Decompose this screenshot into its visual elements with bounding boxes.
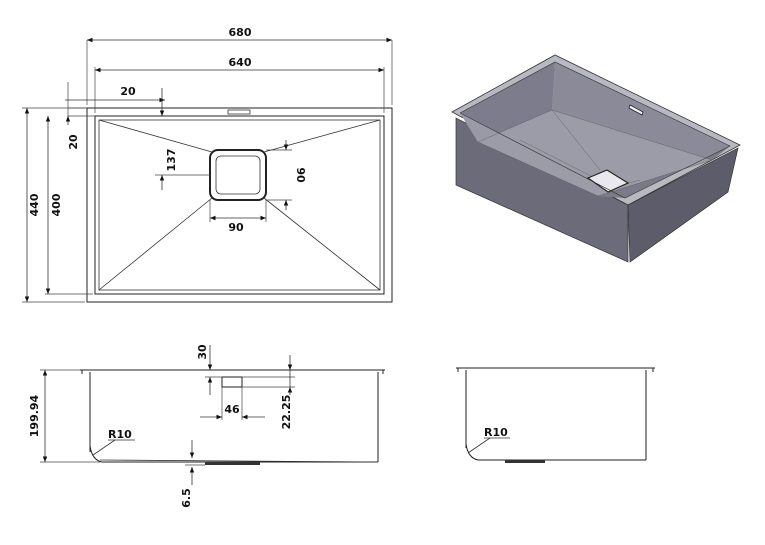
front-overflow [221,376,243,388]
sink-inner-bowl [94,115,385,295]
dim-overflow-width: 46 [224,403,240,416]
front-radius-label: R10 [108,428,132,441]
dim-height: 199.94 [28,394,41,437]
dim-rim-top: 20 [67,134,80,150]
front-drain [205,462,260,465]
dim-overflow-drop: 22.25 [280,395,293,430]
top-view: 680 640 20 20 440 400 137 90 [22,26,393,303]
side-drain [505,460,545,463]
dim-inner-depth: 400 [50,193,63,216]
sink-bowl-offset [98,119,381,291]
dim-drain-height: 90 [294,167,307,183]
dim-drain-depth: 6.5 [180,488,193,508]
iso-overflow-slot [628,104,644,116]
sink-outer-rim [86,107,393,303]
drain-outer [209,149,267,201]
isometric-view [451,54,741,263]
overflow-slot [227,109,251,115]
dim-drain-width: 90 [228,221,244,234]
side-view: R10 [456,367,655,463]
side-radius-label: R10 [484,426,508,439]
dim-overall-width: 680 [229,26,252,39]
dim-rim-left: 20 [120,85,136,98]
dim-drain-offset: 137 [165,149,178,172]
dim-overall-depth: 440 [28,193,41,216]
front-view: 199.94 30 46 22.25 R10 6.5 [28,344,385,508]
dim-overflow-offset: 30 [196,344,209,360]
drain-inner [215,155,261,195]
iso-drain [586,169,630,193]
dim-inner-width: 640 [229,56,252,69]
